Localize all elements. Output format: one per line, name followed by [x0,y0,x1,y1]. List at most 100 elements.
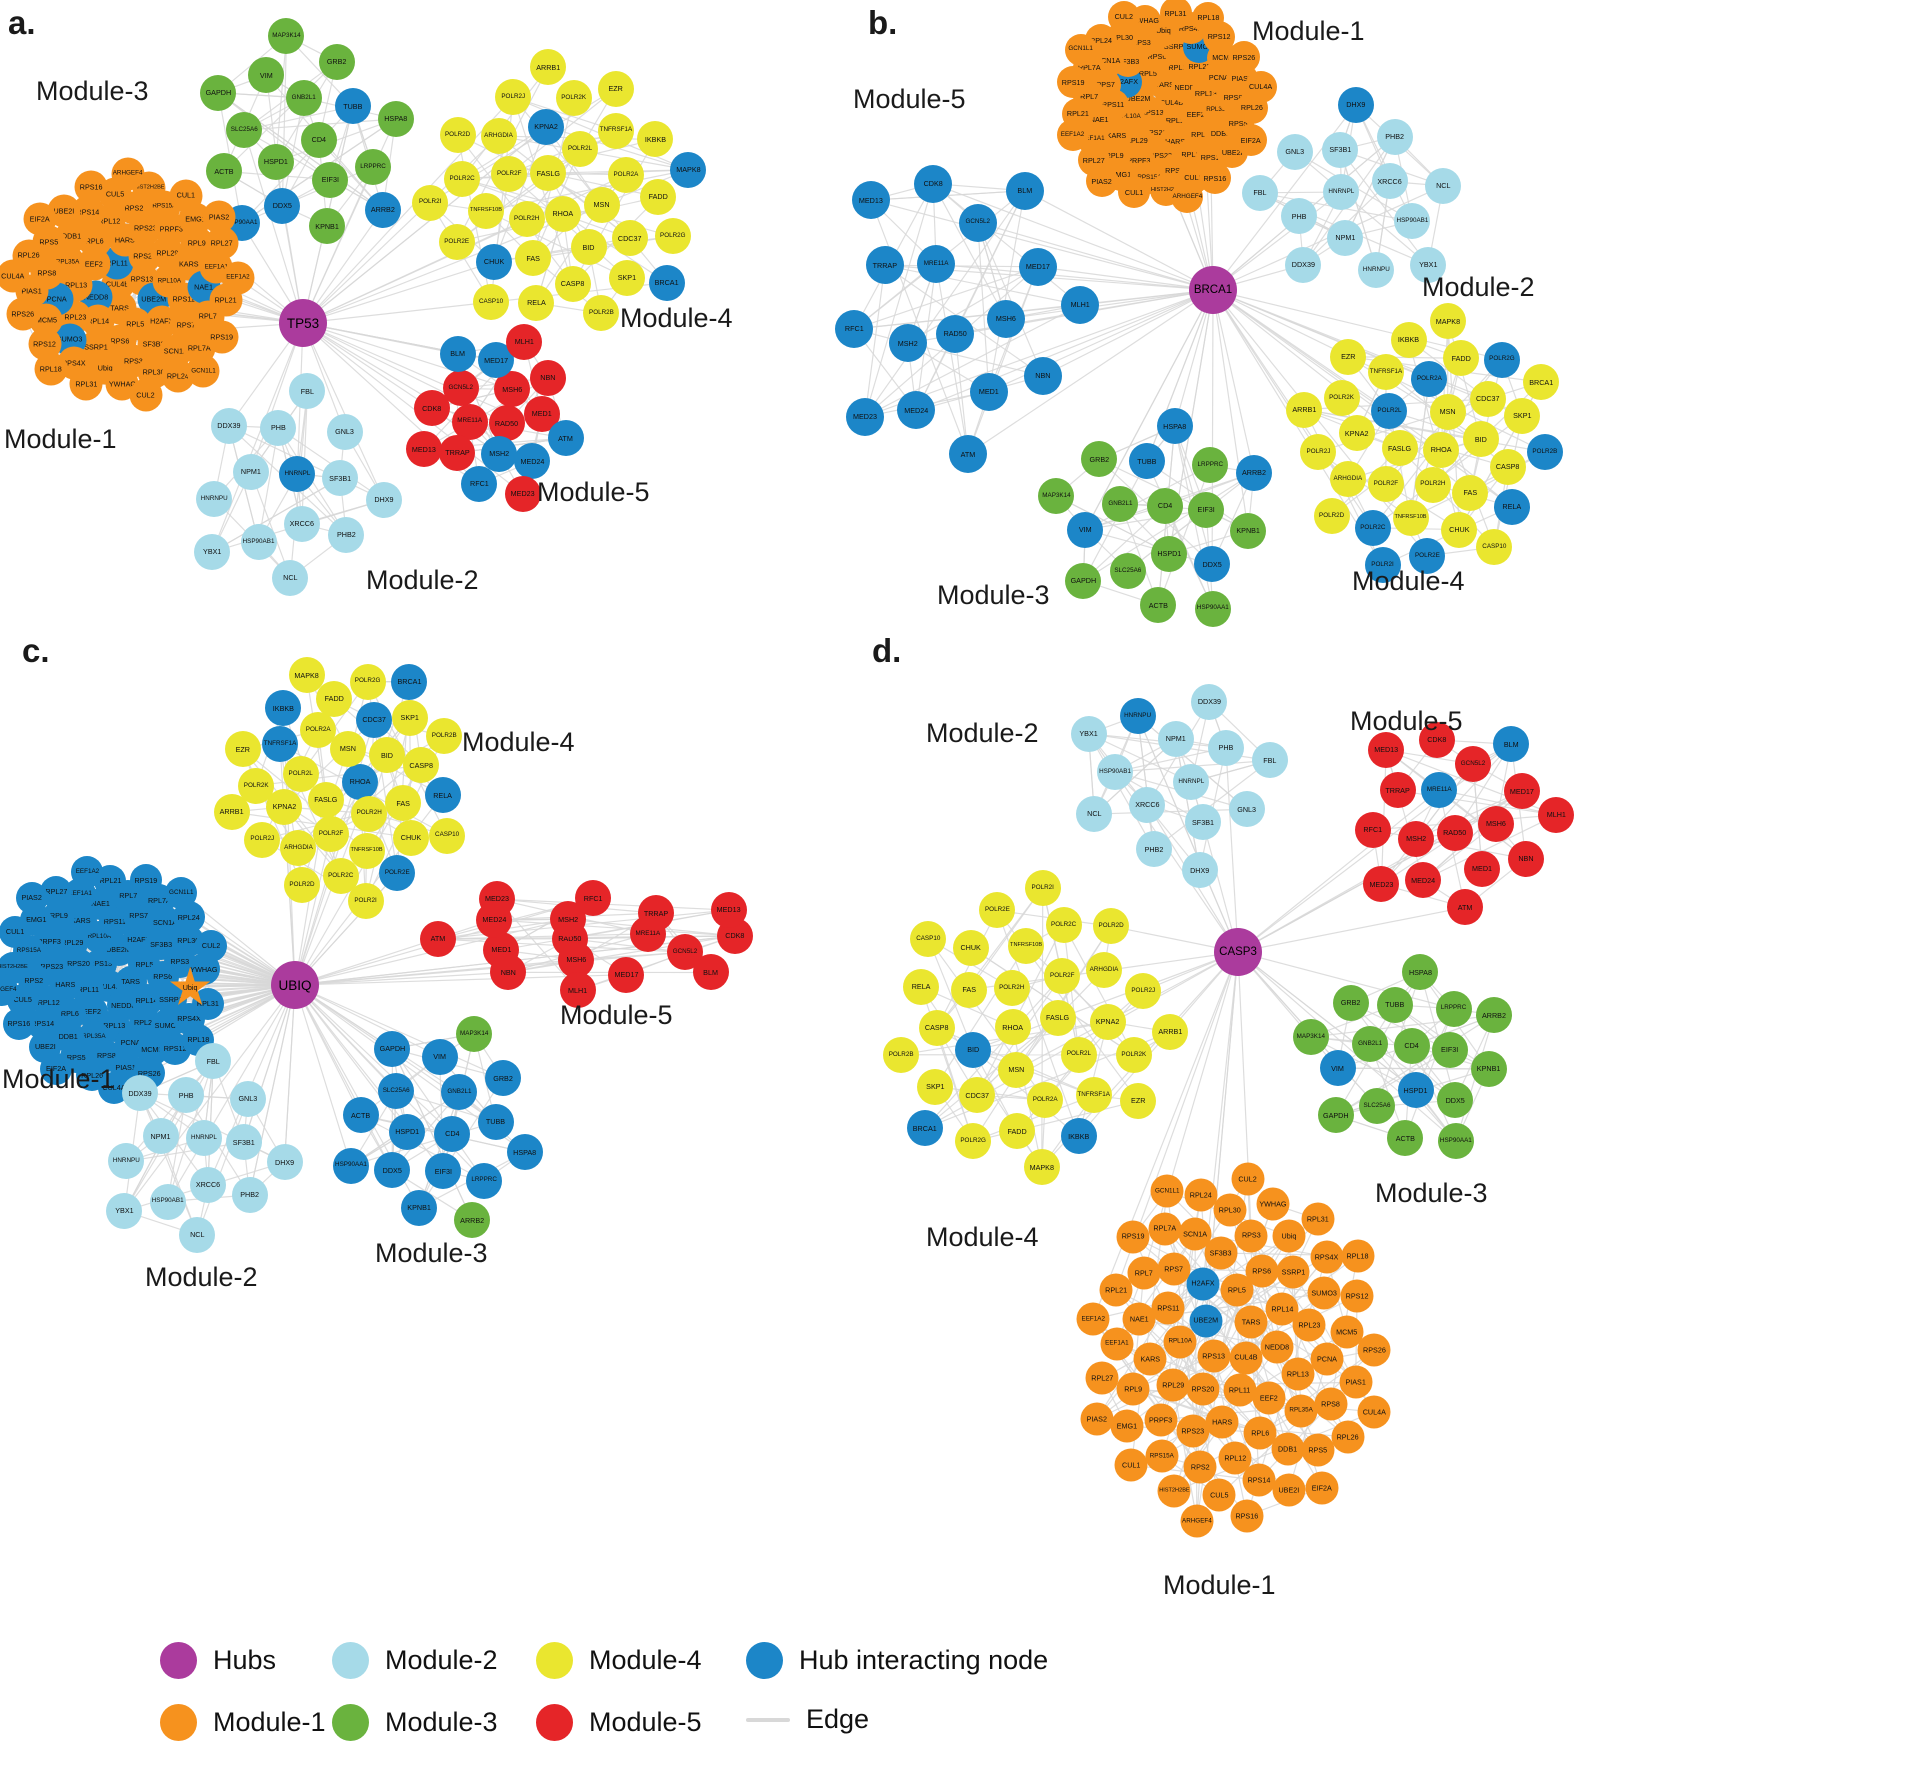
node-label: LRPPRC [1197,461,1224,469]
node-label: GRB2 [326,57,347,67]
node-label: CUL1 [5,927,25,937]
node-cul2: CUL2 [1107,1,1140,34]
node-label: RPS14 [1247,1475,1271,1485]
node-ddx39: DDX39 [210,407,247,444]
node-pias2: PIAS2 [1085,165,1118,198]
node-label: CHUK [483,257,505,267]
module4-swatch [536,1642,573,1679]
node-xrcc6: XRCC6 [190,1166,226,1203]
node-label: CASP8 [1495,462,1520,472]
node-label: ACTB [214,166,234,176]
node-hsp90aa1: HSP90AA1 [1437,1123,1474,1160]
node-pias2: PIAS2 [202,200,236,234]
node-cdk8: CDK8 [413,390,450,427]
node-label: RPL21 [99,876,122,886]
node-label: RPS7 [129,911,149,921]
node-arrb2: ARRB2 [1475,997,1512,1034]
node-label: POLR2J [501,93,526,101]
node-hnrnpu: HNRNPU [1119,697,1156,734]
node-rps6: RPS6 [1245,1254,1279,1288]
node-hsp90ab1: HSP90AB1 [240,523,277,560]
node-rela: RELA [1493,488,1530,525]
node-label: RPL18 [187,1035,210,1045]
node-gcn1l1: GCN1L1 [186,354,220,388]
node-label: PHB2 [337,530,356,540]
node-label: NAE1 [1129,1314,1149,1324]
node-label: RPL29 [1162,1380,1185,1390]
edge [977,221,1214,291]
node-rpl7a: RPL7A [1148,1212,1182,1246]
node-label: NCL [283,573,298,583]
node-grb2: GRB2 [485,1060,522,1097]
node-label: BRCA1 [1529,377,1554,387]
node-eef1a1: EEF1A1 [1100,1327,1134,1361]
edge [294,681,411,986]
node-label: RAD50 [1443,828,1467,838]
node-vim: VIM [1319,1050,1356,1087]
node-label: RPL13 [1286,1369,1309,1379]
node-kpna2: KPNA2 [1338,415,1375,452]
node-label: CD4 [311,135,327,145]
node-label: ARRB2 [1482,1010,1506,1020]
node-casp8: CASP8 [1489,448,1526,485]
module-label-c-module-2: Module-2 [145,1262,258,1292]
node-hspd1: HSPD1 [1151,535,1188,572]
node-label: RPS20 [133,251,156,261]
node-label: EEF2 [1259,1393,1278,1403]
node-label: POLR2A [1032,1095,1058,1103]
node-arhgef4: ARHGEF4 [1171,181,1204,214]
node-med23: MED23 [504,475,541,512]
node-label: RPL27 [45,887,68,897]
node-arhgdia: ARHGDIA [480,118,517,155]
node-label: GRB2 [1089,454,1110,464]
edge [1310,1036,1416,1091]
node-polr2i: POLR2I [1024,869,1061,906]
node-label: MSH6 [995,314,1016,324]
node-label: POLR2A [305,726,331,734]
node-label: RPL24 [1189,1190,1212,1200]
node-label: CHUK [400,832,422,842]
node-label: MED23 [484,894,509,904]
node-arhgdia: ARHGDIA [1329,461,1366,498]
node-actb: ACTB [1387,1120,1424,1157]
node-polr2d: POLR2D [1313,497,1350,534]
node-polr2a: POLR2A [607,156,644,193]
node-rps13: RPS13 [1197,1339,1231,1373]
edge [284,984,296,1163]
node-label: NEDD8 [1174,83,1199,93]
node-label: MAP3K14 [1296,1032,1326,1040]
node-label: PHB2 [240,1190,259,1200]
node-label: NBN [1035,371,1051,381]
node-msh2: MSH2 [888,324,927,363]
node-label: MSH6 [566,955,587,965]
module-label-c-module-3: Module-3 [375,1238,488,1268]
node-label: HSP90AB1 [1396,217,1429,225]
node-label: KPNA2 [272,802,297,812]
node-slc25a6: SLC25A6 [378,1073,415,1110]
node-label: POLR2E [1414,551,1440,559]
edge [1404,1008,1455,1139]
node-label: HSPD1 [263,157,288,167]
node-label: SF3B1 [232,1137,255,1147]
node-hnrnpu: HNRNPU [196,480,233,517]
node-bid: BID [1462,421,1499,458]
edge [211,322,304,553]
node-label: FBL [1263,755,1277,765]
node-label: RPS16 [1203,173,1227,183]
legend-label-module-5: Module-5 [589,1707,702,1737]
edge [977,222,1044,377]
node-label: RPL35A [1289,1406,1313,1414]
node-label: POLR2F [496,169,522,177]
edge [1237,951,1457,1142]
edge [1042,289,1214,377]
node-label: RPS2 [1190,1462,1210,1472]
node-label: GCN5L2 [1460,759,1486,767]
node-label: PCNA [46,294,67,304]
node-label: FADD [1007,1126,1027,1136]
panel-b-letter: b. [868,4,898,41]
edge [211,477,341,553]
edge [936,263,1214,291]
node-hnrnpu: HNRNPU [1358,251,1395,288]
node-label: HSPA8 [513,1147,537,1157]
node-brca1: BRCA1 [391,663,428,700]
